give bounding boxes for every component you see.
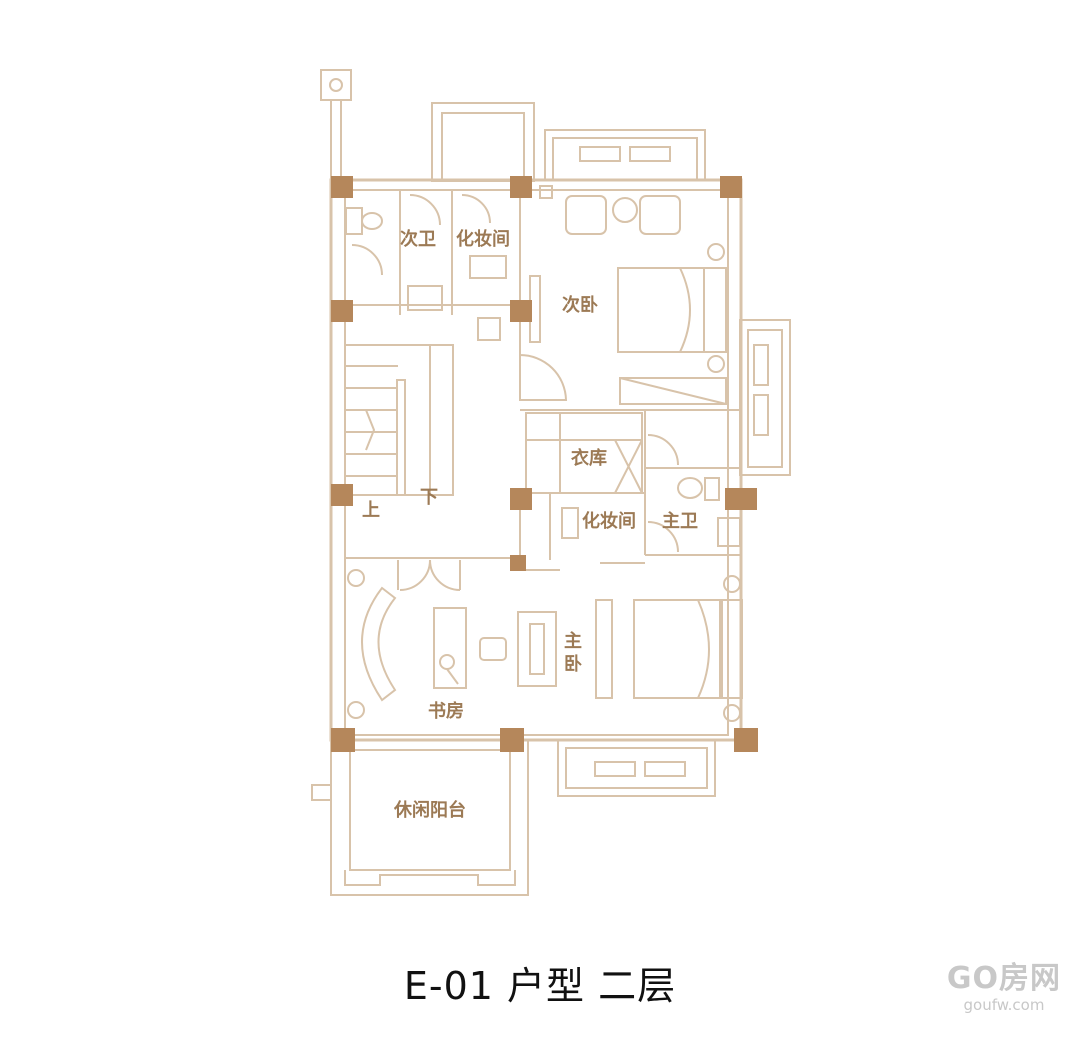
watermark-sub: goufw.com: [963, 996, 1045, 1014]
room-label-second-bedroom: 次卧: [562, 294, 598, 316]
stair-label-down: 下: [420, 487, 438, 508]
vent-box: [320, 69, 352, 101]
watermark-logo: GO房网 goufw.com: [944, 961, 1064, 1015]
plan-caption: E-01 户型 二层: [403, 964, 677, 1008]
room-label-master-bedroom-1: 主: [564, 630, 582, 652]
room-label-dressing-bottom: 化妆间: [582, 510, 636, 532]
stair-label-up: 上: [362, 500, 380, 521]
room-label-study: 书房: [428, 700, 464, 722]
structural-columns: [331, 176, 758, 752]
watermark-main: GO房网: [946, 961, 1062, 996]
room-label-second-bath: 次卫: [400, 228, 436, 250]
room-label-dressing-top: 化妆间: [456, 228, 510, 250]
room-label-balcony: 休闲阳台: [393, 799, 466, 821]
plan-lines: [311, 69, 791, 896]
room-label-wardrobe: 衣库: [571, 447, 607, 469]
room-label-master-bedroom-2: 卧: [564, 654, 582, 675]
outer-wall: [329, 178, 743, 742]
room-label-master-bath: 主卫: [662, 510, 698, 532]
